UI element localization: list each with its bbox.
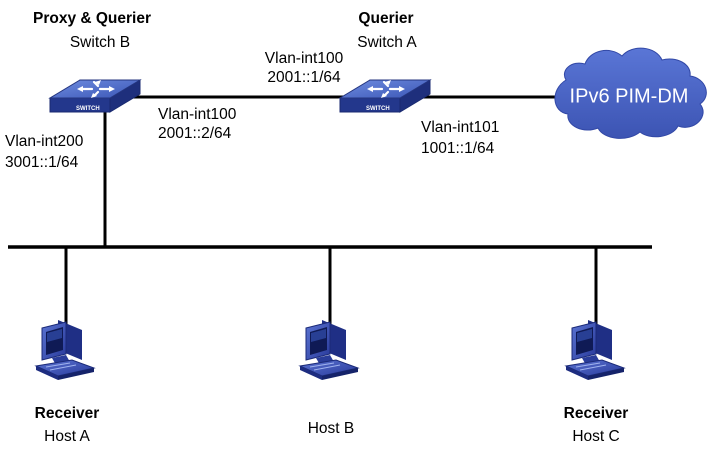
host-c-name: Host C [572,428,620,445]
switch-a-vlan101-iface: Vlan-int101 [421,119,500,136]
switch-b-vlan200-addr: 3001::1/64 [5,154,79,171]
host-c-role: Receiver [563,405,629,422]
host-a-name: Host A [44,428,90,445]
host-b-computer-icon[interactable] [299,319,359,381]
switch-b-vlan100-iface: Vlan-int100 [158,106,237,123]
ipv6-pim-dm-cloud-icon[interactable] [554,47,707,139]
switch-a-badge: SWITCH [366,106,390,112]
switch-b-vlan200-iface: Vlan-int200 [5,133,84,150]
network-links [8,95,652,328]
cloud-label: IPv6 PIM-DM [569,85,689,108]
switch-b-role: Proxy & Querier [32,10,152,27]
switch-a-role: Querier [358,10,414,27]
host-b-name: Host B [307,420,355,437]
switch-a-name: Switch A [357,34,417,51]
host-c-computer-icon[interactable] [565,319,625,381]
switch-b-name: Switch B [69,34,131,51]
host-a-computer-icon[interactable] [35,319,95,381]
host-a-role: Receiver [34,405,100,422]
switch-a-vlan100-iface: Vlan-int100 [264,50,344,67]
switch-a-vlan100-addr: 2001::1/64 [267,69,341,86]
switch-b-vlan100-addr: 2001::2/64 [158,125,232,142]
switch-a-vlan101-addr: 1001::1/64 [421,140,495,157]
switch-b-badge: SWITCH [76,106,100,112]
